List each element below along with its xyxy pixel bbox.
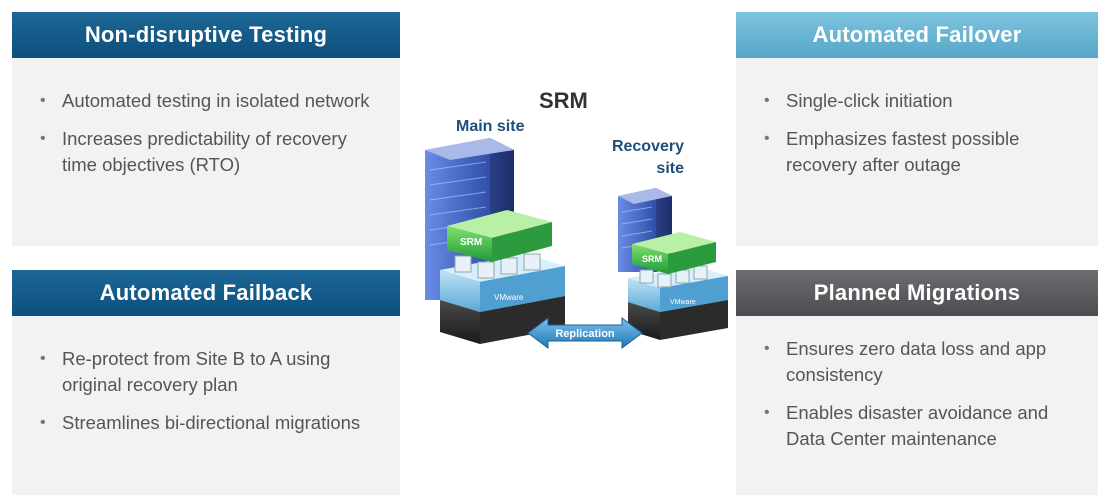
bullet-list: Re-protect from Site B to A using origin… xyxy=(40,346,384,448)
bullet-item: Emphasizes fastest possible recovery aft… xyxy=(764,126,1082,178)
srm-box-label: SRM xyxy=(460,237,482,248)
vmware-label: VMware xyxy=(494,293,524,302)
bullet-item: Re-protect from Site B to A using origin… xyxy=(40,346,384,398)
srm-box-label: SRM xyxy=(642,254,662,264)
panel-automated-failback: Automated Failback Re-protect from Site … xyxy=(12,270,400,495)
bullet-item: Single-click initiation xyxy=(764,88,1082,114)
panel-title: Automated Failover xyxy=(736,12,1098,58)
panel-title: Non-disruptive Testing xyxy=(12,12,400,58)
panel-body xyxy=(12,310,400,495)
main-site-building-icon xyxy=(425,138,514,300)
panel-non-disruptive-testing: Non-disruptive Testing Automated testing… xyxy=(12,12,400,246)
panel-planned-migrations: Planned Migrations Ensures zero data los… xyxy=(736,270,1098,495)
main-site-server-stack-icon: VMware SRM xyxy=(440,210,565,344)
panel-automated-failover: Automated Failover Single-click initiati… xyxy=(736,12,1098,246)
main-site-label: Main site xyxy=(456,118,525,135)
bullet-list: Automated testing in isolated network In… xyxy=(40,88,384,190)
bullet-item: Increases predictability of recovery tim… xyxy=(40,126,384,178)
bullet-list: Single-click initiation Emphasizes faste… xyxy=(764,88,1082,190)
srm-title: SRM xyxy=(539,88,588,113)
bullet-item: Ensures zero data loss and app consisten… xyxy=(764,336,1082,388)
replication-arrow-icon: Replication xyxy=(527,317,643,349)
recovery-site-label: Recovery site xyxy=(611,138,684,177)
bullet-list: Ensures zero data loss and app consisten… xyxy=(764,336,1082,464)
replication-label: Replication xyxy=(555,328,615,340)
bullet-item: Automated testing in isolated network xyxy=(40,88,384,114)
vmware-label: VMware xyxy=(670,299,696,306)
recovery-site-building-icon xyxy=(618,188,672,272)
recovery-site-server-stack-icon: VMware SRM xyxy=(628,232,728,340)
bullet-item: Streamlines bi-directional migrations xyxy=(40,410,384,436)
panel-title: Planned Migrations xyxy=(736,270,1098,316)
panel-title: Automated Failback xyxy=(12,270,400,316)
bullet-item: Enables disaster avoidance and Data Cent… xyxy=(764,400,1082,452)
